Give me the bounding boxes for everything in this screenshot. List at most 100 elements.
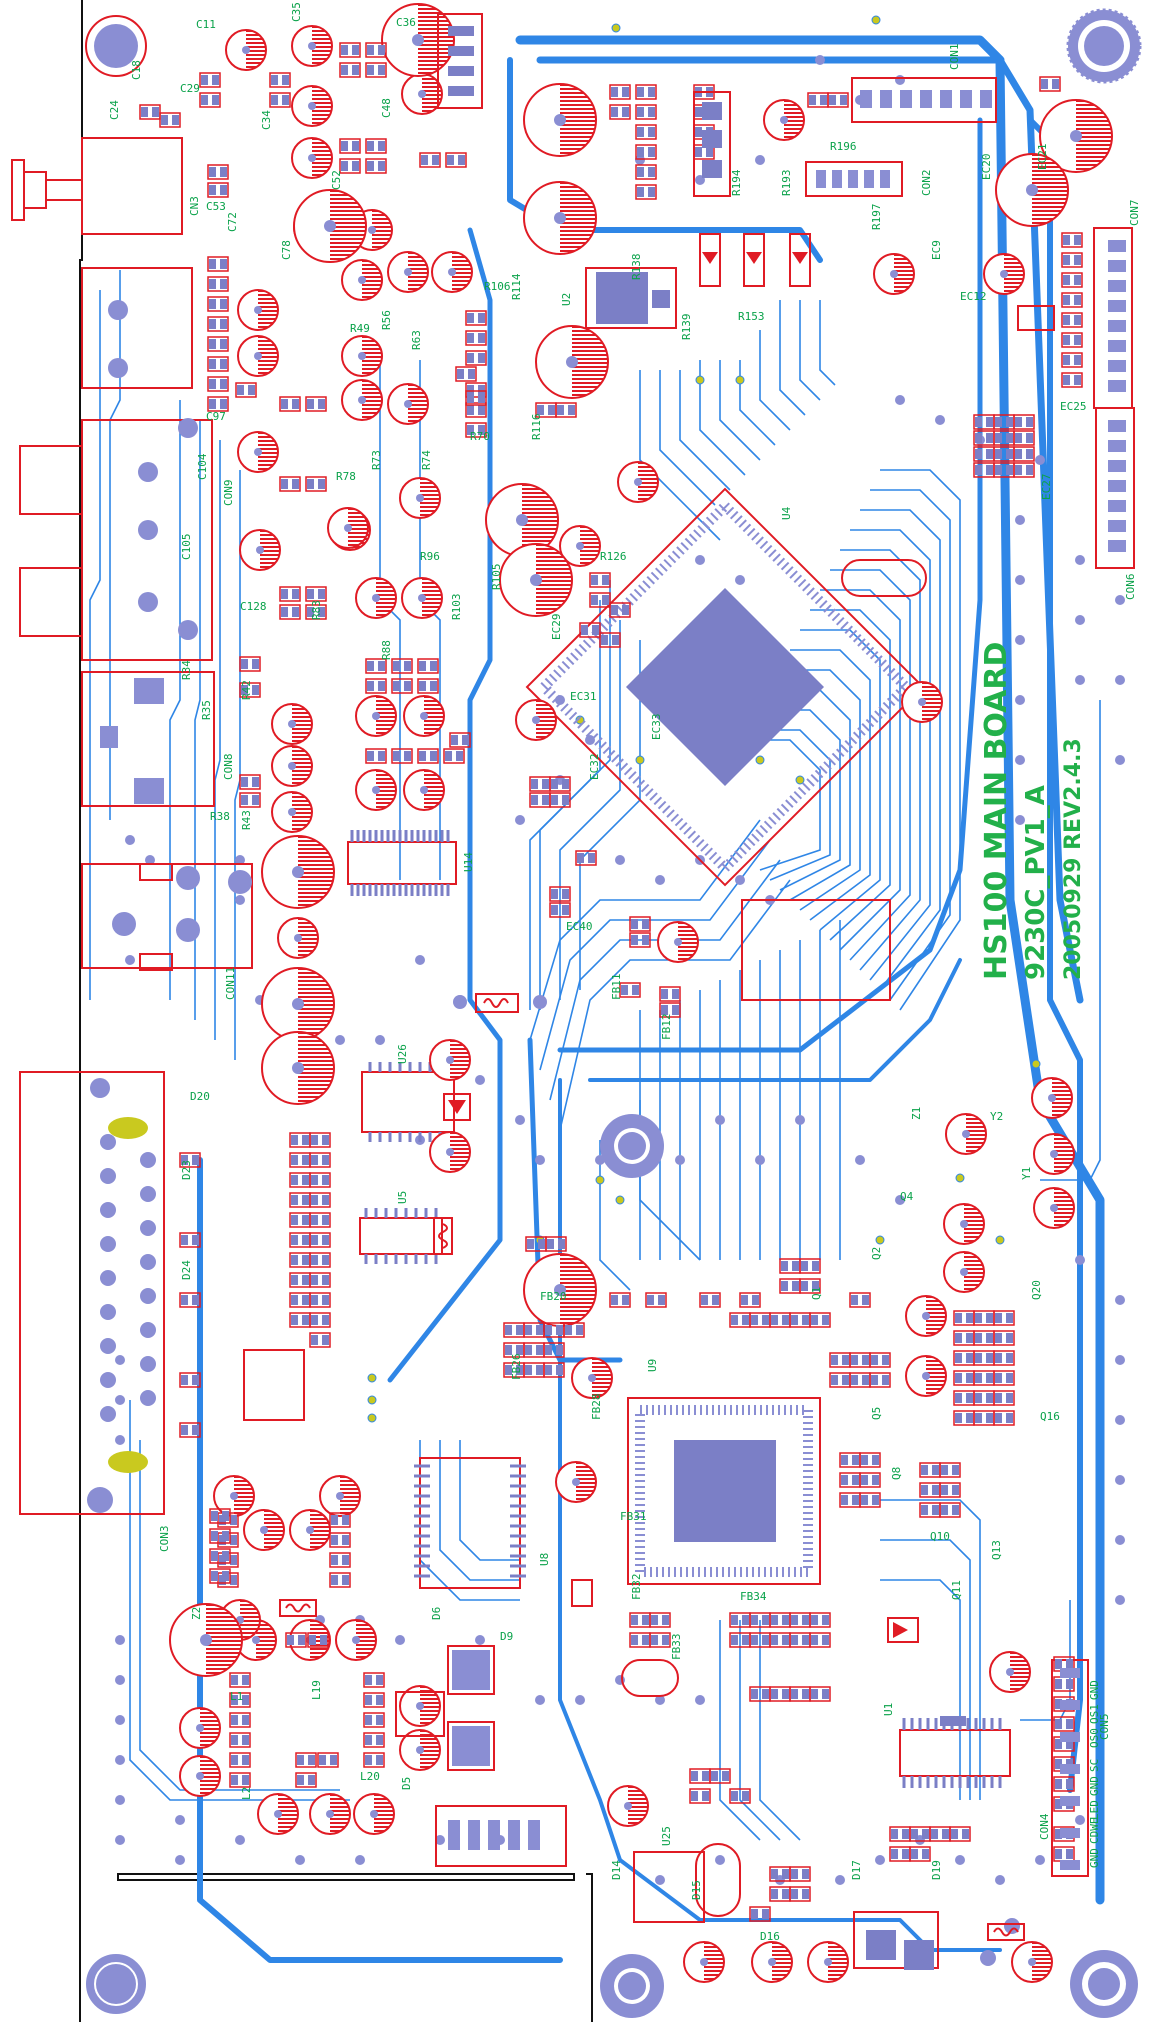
- mounting-hole-center: [600, 1114, 664, 1178]
- label-con7: CON7: [1128, 200, 1141, 227]
- ref-label-c48: C48: [380, 98, 393, 118]
- chip-u5: [359, 1208, 443, 1264]
- label-u5: U5: [396, 1191, 409, 1204]
- ref-label-r78: R78: [336, 470, 356, 483]
- chip-u8: [419, 1457, 521, 1589]
- ref-label-d20: D20: [190, 1090, 210, 1103]
- label-con8: CON8: [222, 754, 235, 781]
- mounting-hole-tl: [85, 15, 147, 77]
- pin-name-2: OS0: [1088, 1728, 1101, 1748]
- ref-label-r197: R197: [870, 204, 883, 231]
- chip-u14: [347, 830, 457, 896]
- ref-label-ec31: EC31: [570, 690, 597, 703]
- ref-label-q2: Q2: [870, 1247, 883, 1260]
- ref-label-z2: Z2: [190, 1607, 203, 1620]
- chip-u8-pads: [414, 1464, 526, 1578]
- ref-label-r96: R96: [420, 550, 440, 563]
- ref-label-c11: C11: [196, 18, 216, 31]
- ref-label-r38: R38: [210, 810, 230, 823]
- connector-pads: [87, 300, 1020, 2004]
- board-title-line-2: 9230C_PV1_A: [1021, 785, 1051, 980]
- signal-traces: [89, 270, 1101, 1841]
- ref-label-r139: R139: [680, 314, 693, 341]
- ref-label-fb11: FB11: [610, 974, 623, 1001]
- label-u2: U2: [560, 293, 573, 306]
- ref-label-ec33: EC33: [650, 714, 663, 741]
- ref-label-fb12: FB12: [660, 1014, 673, 1041]
- pin-name-6: CDWE: [1088, 1818, 1101, 1845]
- ref-label-ec20: EC20: [980, 154, 993, 181]
- ref-label-fb32: FB32: [630, 1574, 643, 1601]
- ref-label-r74: R74: [420, 450, 433, 470]
- ref-label-r105: R105: [490, 564, 503, 591]
- mounting-hole-bottom: [600, 1954, 664, 2018]
- header-pins-right: [448, 90, 1126, 1870]
- ref-label-d15: D15: [690, 1880, 703, 1900]
- ref-label-ec12: EC12: [960, 290, 987, 303]
- ref-label-c35: C35: [290, 2, 303, 22]
- ref-label-c105: C105: [180, 534, 193, 561]
- chip-u25: [633, 1851, 705, 1923]
- ref-label-q20: Q20: [1030, 1280, 1043, 1300]
- ref-label-r126: R126: [600, 550, 627, 563]
- label-u4: U4: [780, 506, 793, 520]
- ref-label-fb33: FB33: [670, 1634, 683, 1661]
- label-cn3: CN3: [188, 196, 201, 216]
- ref-label-c52: C52: [330, 170, 343, 190]
- diodes: [443, 233, 919, 1643]
- ref-label-q13: Q13: [990, 1540, 1003, 1560]
- label-u26: U26: [396, 1044, 409, 1064]
- ref-label-r83: R83: [310, 600, 323, 620]
- label-con11: CON11: [224, 967, 237, 1000]
- ref-label-d14: D14: [610, 1860, 623, 1880]
- ref-label-c34: C34: [260, 110, 273, 130]
- label-con2: CON2: [920, 170, 933, 197]
- ref-label-fb31: FB31: [620, 1510, 647, 1523]
- ref-label-c53: C53: [206, 200, 226, 213]
- ref-label-r56: R56: [380, 310, 393, 330]
- ref-label-c29: C29: [180, 82, 200, 95]
- ref-label-r103: R103: [450, 594, 463, 621]
- ref-label-q1: Q1: [810, 1287, 823, 1300]
- pin-name-1: OS1: [1088, 1704, 1101, 1724]
- ref-label-y2: Y2: [990, 1110, 1003, 1123]
- label-u8: U8: [538, 1553, 551, 1566]
- mounting-hole-ring: [86, 1954, 146, 2014]
- chip-u2: [585, 267, 677, 329]
- connector-outlines: [11, 77, 1135, 1877]
- label-con4: CON4: [1038, 1813, 1051, 1840]
- connector-labels: CON1 CON2 CON3 CON4 CON5 CON6 CON7 CON8 …: [158, 44, 1141, 1841]
- pin-name-4: GND: [1088, 1776, 1101, 1796]
- ref-label-r138: R138: [630, 254, 643, 281]
- ref-label-ec29: EC29: [550, 614, 563, 641]
- ref-label-l19: L19: [310, 1680, 323, 1700]
- pin-name-0: GND: [1088, 1680, 1101, 1700]
- pin-name-7: GND: [1088, 1848, 1101, 1868]
- label-con3: CON3: [158, 1526, 171, 1553]
- ref-label-q8: Q8: [890, 1467, 903, 1480]
- ref-label-z1: Z1: [910, 1107, 923, 1120]
- ref-label-r63: R63: [410, 330, 423, 350]
- ref-label-ec32: EC32: [588, 754, 601, 781]
- ref-label-d5: D5: [400, 1777, 413, 1790]
- transistors: [437, 13, 934, 1970]
- ref-label-d9: D9: [500, 1630, 513, 1643]
- board-edge: [79, 0, 593, 2022]
- mounting-hole-tr: [1066, 8, 1142, 84]
- ref-label-fb26: FB26: [510, 1354, 523, 1381]
- ref-label-d6: D6: [430, 1607, 443, 1620]
- chip-u1: [899, 1716, 1011, 1788]
- ref-label-q5: Q5: [870, 1407, 883, 1420]
- ref-label-y1: Y1: [1020, 1167, 1033, 1180]
- label-con6: CON6: [1124, 574, 1137, 601]
- ref-label-d19: D19: [930, 1860, 943, 1880]
- ref-label-c18: C18: [130, 60, 143, 80]
- ref-label-c104: C104: [196, 453, 209, 480]
- ref-label-r43: R43: [240, 810, 253, 830]
- ref-label-q11: Q11: [950, 1580, 963, 1600]
- component-labels: C11C18C24C29C34C35C36C48C52C53C72C78C97C…: [108, 2, 1087, 1943]
- ref-label-d16: D16: [760, 1930, 780, 1943]
- ref-label-d23: D23: [180, 1160, 193, 1180]
